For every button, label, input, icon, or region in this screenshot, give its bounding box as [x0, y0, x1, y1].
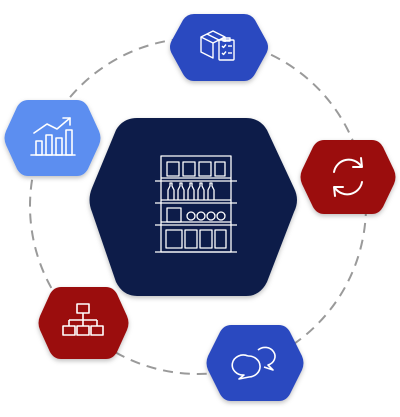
- node-chat: [206, 325, 304, 401]
- store-shelf-icon: [155, 155, 237, 253]
- node-refresh: [300, 140, 396, 214]
- growth-bar-chart-icon: [30, 117, 76, 156]
- inventory-box-checklist-icon: [200, 30, 235, 61]
- refresh-cycle-icon: [333, 157, 363, 197]
- chat-bubbles-icon: [231, 346, 276, 380]
- org-hierarchy-icon: [62, 303, 104, 336]
- center-hexagon: [89, 118, 297, 296]
